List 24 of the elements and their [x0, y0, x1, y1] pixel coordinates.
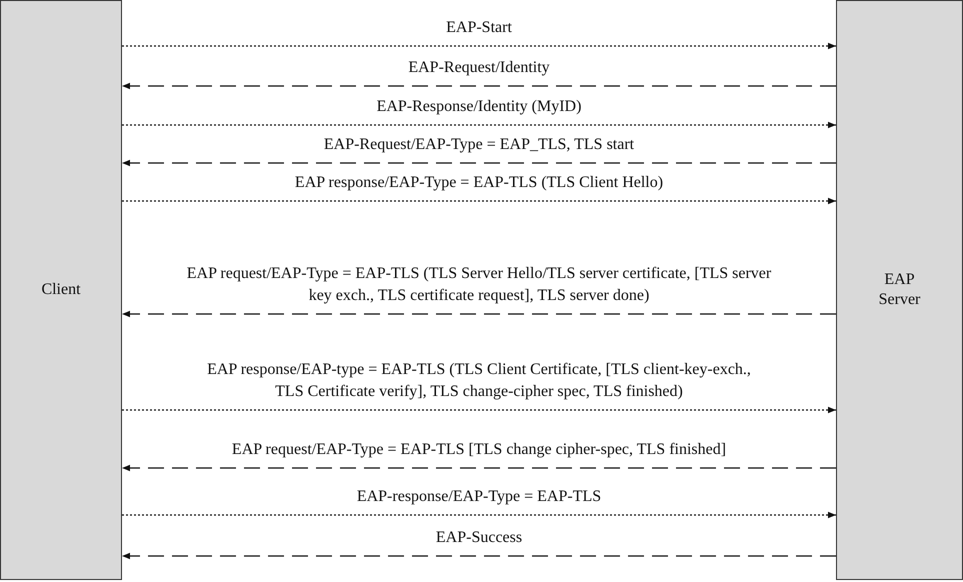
lifeline-bar: [836, 0, 963, 580]
dashed-arrow: [122, 82, 836, 90]
participant-name: Client: [41, 280, 81, 300]
dotted-arrow: [122, 512, 836, 518]
lifeline-bar: [0, 0, 122, 580]
dotted-arrow: [122, 198, 836, 204]
message-label: EAP-Start: [445, 18, 513, 38]
message-label: EAP-Success: [434, 528, 524, 548]
dotted-arrow: [122, 42, 836, 50]
message-label: EAP-Request/Identity: [407, 58, 551, 78]
message-label: EAP-Response/Identity (MyID): [376, 97, 582, 117]
message-label: EAP response/EAP-Type = EAP-TLS (TLS Client Hello): [294, 173, 664, 193]
dashed-arrow: [122, 464, 836, 472]
dashed-arrow: [122, 552, 836, 560]
message-label: EAP response/EAP-type = EAP-TLS (TLS Client Certificate, [TLS client-key-exch., TLS Certificate verify], TLS change-cipher spec, TLS finished): [206, 360, 752, 402]
message-label: EAP request/EAP-Type = EAP-TLS [TLS change cipher-spec, TLS finished]: [230, 440, 728, 460]
dotted-arrow: [122, 406, 836, 414]
message-label: EAP request/EAP-Type = EAP-TLS (TLS Server Hello/TLS server certificate, [TLS server key exch., TLS certificate request], TLS server done): [186, 264, 772, 306]
dashed-arrow: [122, 310, 836, 318]
dotted-arrow: [122, 122, 836, 128]
dashed-arrow: [122, 160, 836, 166]
participant-name: EAP Server: [878, 270, 922, 310]
message-label: EAP-Request/EAP-Type = EAP_TLS, TLS start: [322, 135, 636, 155]
message-label: EAP-response/EAP-Type = EAP-TLS: [356, 487, 602, 507]
